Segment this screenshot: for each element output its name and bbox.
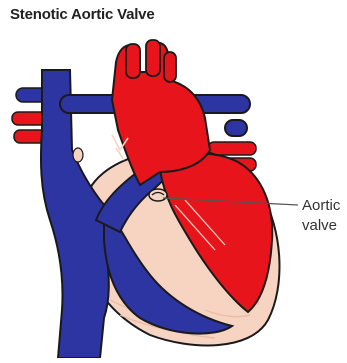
tricuspid-valve <box>73 148 83 162</box>
callout-line-2: valve <box>302 216 340 236</box>
callout-line-1: Aortic <box>302 196 340 216</box>
aortic-branches <box>126 40 176 82</box>
aortic-valve-callout: Aortic valve <box>302 196 340 236</box>
pulmonary-branch-right-end <box>225 120 247 136</box>
stenotic-valve <box>149 189 167 201</box>
